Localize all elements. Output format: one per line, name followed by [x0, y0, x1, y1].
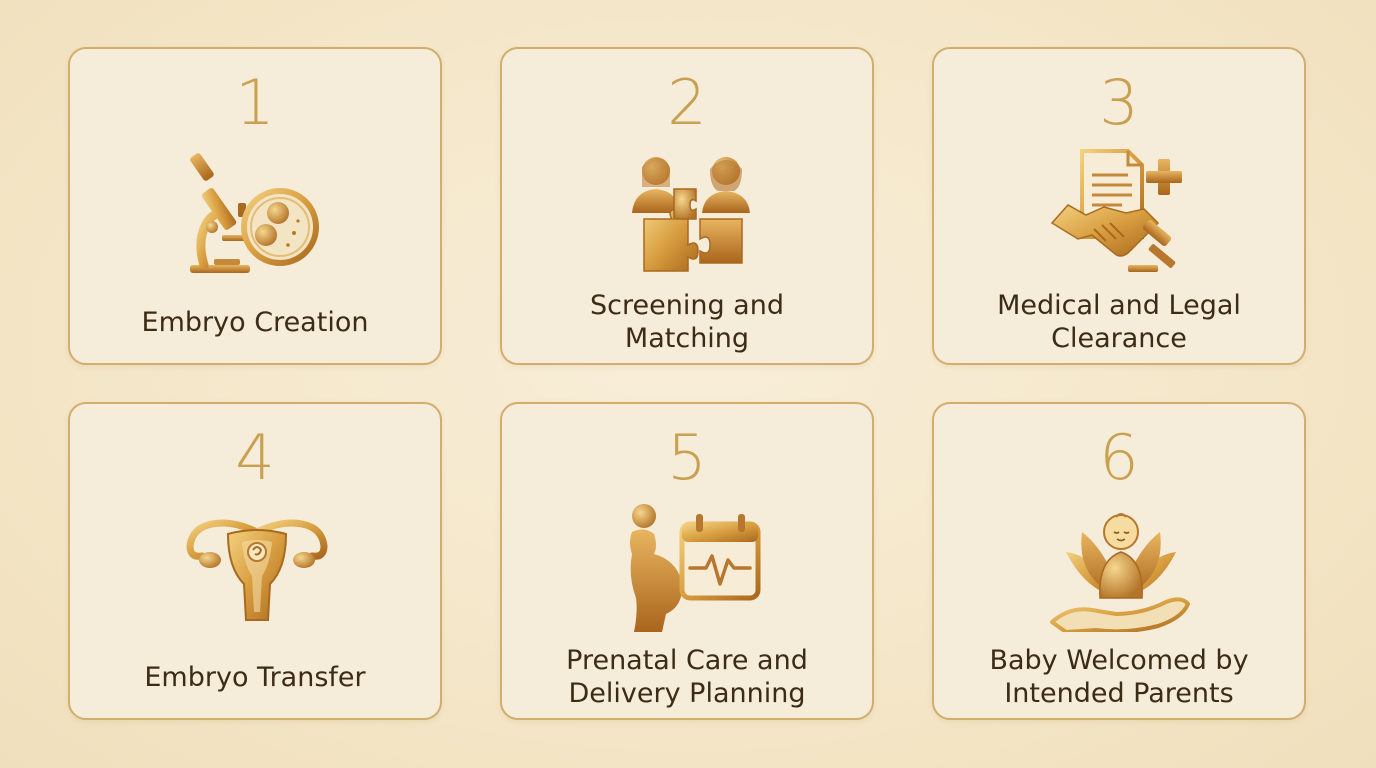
step-title-line: Embryo Transfer — [144, 662, 366, 693]
step-card-5: 5 Prenatal Care and Delivery Planning — [500, 402, 874, 720]
step-title-line: Prenatal Care and — [566, 645, 808, 676]
uterus-icon — [186, 519, 328, 621]
step-title-line: Screening and — [590, 290, 784, 321]
step-title-line: Delivery Planning — [568, 678, 806, 709]
step-title-line: Matching — [624, 323, 750, 354]
document-handshake-gavel-icon — [1050, 149, 1182, 272]
people-puzzle-icon — [632, 157, 750, 272]
step-card-4: 4 Embryo Transfer — [68, 402, 442, 720]
step-number: 3 — [1099, 66, 1139, 139]
step-title-line: Clearance — [1051, 323, 1187, 354]
step-title: Baby Welcomed by Intended Parents — [944, 644, 1294, 710]
step-number: 6 — [1099, 421, 1139, 494]
microscope-petri-dish-icon — [190, 153, 319, 273]
baby-lotus-hand-icon — [1050, 513, 1190, 632]
step-number: 4 — [235, 421, 275, 494]
step-card-2: 2 Screening and Matching — [500, 47, 874, 365]
step-title-line: Baby Welcomed by — [989, 645, 1249, 676]
pregnant-woman-calendar-icon — [630, 504, 761, 632]
step-card-3: 3 Medical and Legal Clearance — [932, 47, 1306, 365]
step-title-line: Medical and Legal — [997, 290, 1241, 321]
step-title: Embryo Transfer — [80, 661, 430, 694]
step-card-6: 6 Baby Welcomed by Intended Parents — [932, 402, 1306, 720]
step-title-line: Intended Parents — [1004, 678, 1234, 709]
step-title: Medical and Legal Clearance — [944, 289, 1294, 355]
step-title: Screening and Matching — [512, 289, 862, 355]
step-card-1: 1 Embryo Creation — [68, 47, 442, 365]
step-number: 1 — [235, 66, 275, 139]
step-title-line: Embryo Creation — [141, 307, 369, 338]
step-title: Prenatal Care and Delivery Planning — [512, 644, 862, 710]
step-number: 2 — [667, 66, 707, 139]
step-title: Embryo Creation — [80, 306, 430, 339]
step-number: 5 — [667, 421, 707, 494]
